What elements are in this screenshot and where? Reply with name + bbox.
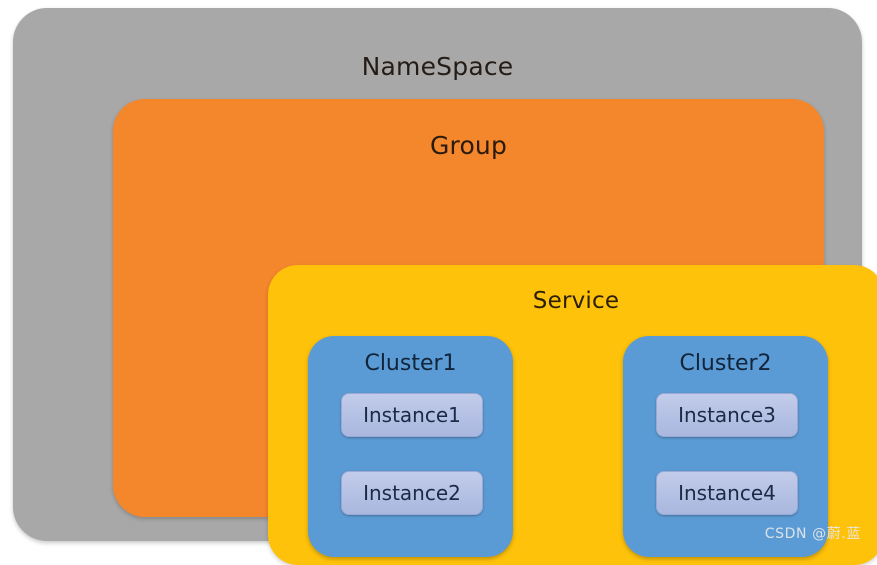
instance-chip-1: Instance1 <box>341 393 483 437</box>
layer-group-label: Group <box>429 131 508 160</box>
watermark: CSDN @蔚.蓝 <box>764 526 861 542</box>
cluster-2-label: Cluster2 <box>679 351 772 376</box>
instance-chip-3: Instance3 <box>656 393 798 437</box>
instance-1-label: Instance1 <box>363 403 461 427</box>
layer-service-label: Service <box>532 288 620 314</box>
instance-chip-4: Instance4 <box>656 471 798 515</box>
layer-service: Service Cluster1 Instance1 Instance2 Clu… <box>268 265 877 565</box>
diagram-canvas: NameSpace Group Service Cluster1 Instanc… <box>13 8 877 565</box>
layer-group: Group Service Cluster1 Instance1 Instanc… <box>113 99 877 565</box>
instance-2-label: Instance2 <box>363 481 461 505</box>
cluster-box-1: Cluster1 Instance1 Instance2 <box>308 336 513 557</box>
instance-chip-2: Instance2 <box>341 471 483 515</box>
layer-namespace: NameSpace Group Service Cluster1 Instanc… <box>13 8 877 565</box>
cluster-1-label: Cluster1 <box>364 351 457 376</box>
instance-3-label: Instance3 <box>678 403 776 427</box>
instance-4-label: Instance4 <box>678 481 776 505</box>
cluster-box-2: Cluster2 Instance3 Instance4 <box>623 336 828 557</box>
layer-namespace-label: NameSpace <box>361 52 514 81</box>
